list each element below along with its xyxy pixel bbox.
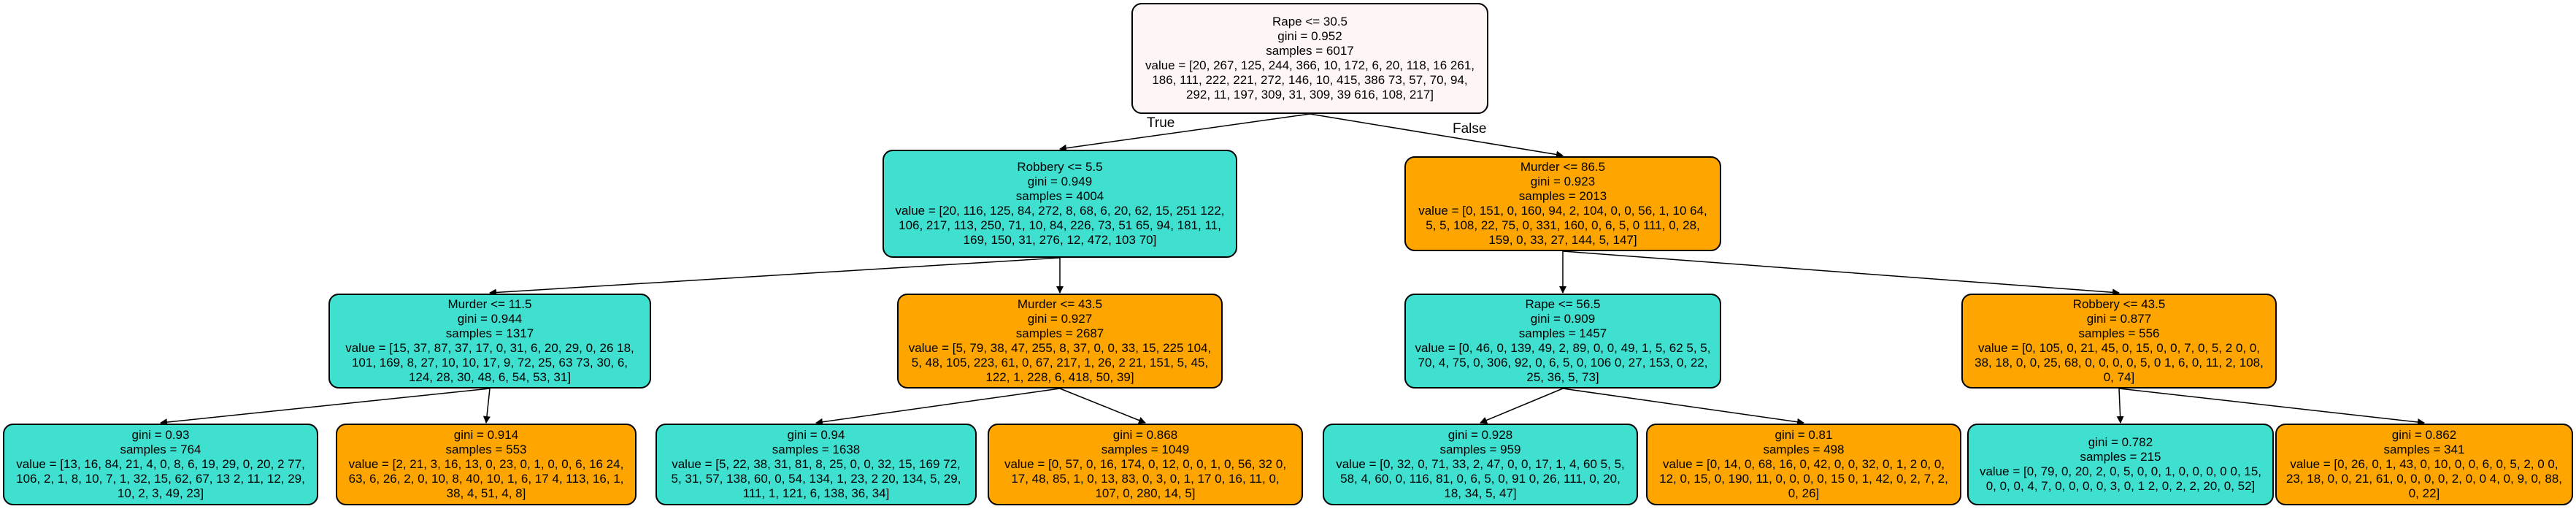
edge-label-true: True	[1147, 115, 1175, 131]
node-gini: gini = 0.923	[1530, 175, 1596, 188]
node-split-condition: Murder <= 43.5	[1017, 297, 1103, 311]
tree-node-murder-86-5: Murder <= 86.5 gini = 0.923 samples = 20…	[1404, 156, 1721, 251]
node-samples: samples = 2013	[1518, 189, 1607, 203]
edge-tree-node-murder-11-5-to-tree-leaf-1	[160, 388, 491, 426]
node-gini: gini = 0.927	[1027, 312, 1093, 326]
node-gini: gini = 0.944	[457, 312, 523, 326]
tree-node-murder-43-5: Murder <= 43.5 gini = 0.927 samples = 26…	[897, 294, 1223, 389]
edge-tree-node-robbery-43-5-to-tree-leaf-8	[2118, 388, 2425, 426]
node-gini: gini = 0.93	[131, 428, 190, 442]
edge-tree-node-root-to-tree-node-robbery-5-5	[1059, 113, 1310, 152]
node-value: value = [0, 26, 0, 1, 43, 0, 10, 0, 0, 6…	[2285, 457, 2563, 500]
node-gini: gini = 0.94	[787, 428, 845, 442]
edge-tree-node-murder-11-5-to-tree-leaf-2	[482, 388, 491, 424]
node-value: value = [0, 151, 0, 160, 94, 2, 104, 0, …	[1418, 204, 1707, 247]
node-samples: samples = 1317	[445, 326, 534, 340]
node-samples: samples = 341	[2383, 443, 2465, 456]
node-samples: samples = 556	[2078, 326, 2160, 340]
node-value: value = [0, 32, 0, 71, 33, 2, 47, 0, 0, …	[1336, 457, 1625, 500]
node-value: value = [0, 14, 0, 68, 16, 0, 42, 0, 0, …	[1659, 457, 1948, 500]
node-split-condition: Murder <= 86.5	[1520, 160, 1606, 174]
node-samples: samples = 1049	[1101, 443, 1190, 456]
node-samples: samples = 959	[1439, 443, 1521, 456]
node-gini: gini = 0.81	[1775, 428, 1833, 442]
tree-leaf-8: gini = 0.862 samples = 341 value = [0, 2…	[2275, 424, 2573, 505]
node-gini: gini = 0.868	[1112, 428, 1178, 442]
node-samples: samples = 553	[445, 443, 527, 456]
edge-tree-node-rape-56-5-to-tree-leaf-6	[1562, 388, 1804, 426]
tree-leaf-6: gini = 0.81 samples = 498 value = [0, 14…	[1646, 424, 1961, 505]
edge-tree-node-robbery-5-5-to-tree-node-murder-11-5	[489, 257, 1061, 296]
node-samples: samples = 4004	[1015, 189, 1104, 203]
tree-node-rape-56-5: Rape <= 56.5 gini = 0.909 samples = 1457…	[1404, 294, 1721, 389]
edge-tree-node-murder-43-5-to-tree-leaf-3	[815, 388, 1061, 426]
node-value: value = [13, 16, 84, 21, 4, 0, 8, 6, 19,…	[16, 457, 305, 500]
node-gini: gini = 0.877	[2086, 312, 2152, 326]
node-samples: samples = 764	[120, 443, 201, 456]
node-gini: gini = 0.952	[1277, 29, 1342, 43]
node-samples: samples = 498	[1763, 443, 1845, 456]
tree-leaf-4: gini = 0.868 samples = 1049 value = [0, …	[988, 424, 1303, 505]
node-value: value = [0, 79, 0, 20, 2, 0, 5, 0, 0, 1,…	[1979, 464, 2262, 493]
tree-leaf-5: gini = 0.928 samples = 959 value = [0, 3…	[1323, 424, 1638, 505]
node-gini: gini = 0.782	[2088, 435, 2153, 449]
node-value: value = [15, 37, 87, 37, 17, 0, 31, 6, 2…	[345, 341, 634, 384]
edge-tree-node-root-to-tree-node-murder-86-5	[1310, 113, 1564, 158]
node-value: value = [0, 57, 0, 16, 174, 0, 12, 0, 0,…	[1004, 457, 1287, 500]
node-gini: gini = 0.914	[453, 428, 519, 442]
node-split-condition: Robbery <= 43.5	[2072, 297, 2166, 311]
tree-leaf-1: gini = 0.93 samples = 764 value = [13, 1…	[3, 424, 318, 505]
node-split-condition: Robbery <= 5.5	[1017, 160, 1103, 174]
node-split-condition: Murder <= 11.5	[447, 297, 532, 311]
node-value: value = [20, 267, 125, 244, 366, 10, 172…	[1145, 58, 1475, 102]
edge-tree-node-robbery-43-5-to-tree-leaf-7	[2116, 388, 2124, 424]
tree-leaf-3: gini = 0.94 samples = 1638 value = [5, 2…	[655, 424, 977, 505]
tree-node-root: Rape <= 30.5 gini = 0.952 samples = 6017…	[1131, 3, 1488, 114]
edge-tree-node-rape-56-5-to-tree-leaf-5	[1480, 388, 1564, 424]
edge-layer	[160, 113, 2425, 426]
node-split-condition: Rape <= 30.5	[1272, 15, 1348, 28]
node-samples: samples = 215	[2080, 450, 2161, 464]
tree-leaf-7: gini = 0.782 samples = 215 value = [0, 7…	[1967, 424, 2274, 505]
node-value: value = [0, 46, 0, 139, 49, 2, 89, 0, 0,…	[1415, 341, 1711, 384]
node-gini: gini = 0.949	[1027, 175, 1093, 188]
node-samples: samples = 6017	[1266, 44, 1354, 58]
node-samples: samples = 1638	[772, 443, 861, 456]
node-value: value = [0, 105, 0, 21, 45, 0, 15, 0, 0,…	[1975, 341, 2264, 384]
tree-node-robbery-43-5: Robbery <= 43.5 gini = 0.877 samples = 5…	[1961, 294, 2277, 389]
node-split-condition: Rape <= 56.5	[1525, 297, 1601, 311]
tree-node-murder-11-5: Murder <= 11.5 gini = 0.944 samples = 13…	[328, 294, 651, 389]
node-value: value = [20, 116, 125, 84, 272, 8, 68, 6…	[895, 204, 1225, 247]
node-value: value = [5, 79, 38, 47, 255, 8, 37, 0, 0…	[908, 341, 1212, 384]
node-value: value = [5, 22, 38, 31, 81, 8, 25, 0, 0,…	[671, 457, 961, 500]
node-samples: samples = 2687	[1015, 326, 1104, 340]
edge-label-false: False	[1453, 121, 1487, 137]
edge-tree-node-murder-86-5-to-tree-node-robbery-43-5	[1562, 250, 2120, 296]
node-value: value = [2, 21, 3, 16, 13, 0, 23, 0, 1, …	[348, 457, 624, 500]
tree-node-robbery-5-5: Robbery <= 5.5 gini = 0.949 samples = 40…	[883, 150, 1237, 258]
node-samples: samples = 1457	[1518, 326, 1607, 340]
node-gini: gini = 0.928	[1447, 428, 1513, 442]
node-gini: gini = 0.909	[1530, 312, 1596, 326]
node-gini: gini = 0.862	[2391, 428, 2457, 442]
tree-leaf-2: gini = 0.914 samples = 553 value = [2, 2…	[336, 424, 637, 505]
edge-tree-node-murder-43-5-to-tree-leaf-4	[1059, 388, 1146, 424]
